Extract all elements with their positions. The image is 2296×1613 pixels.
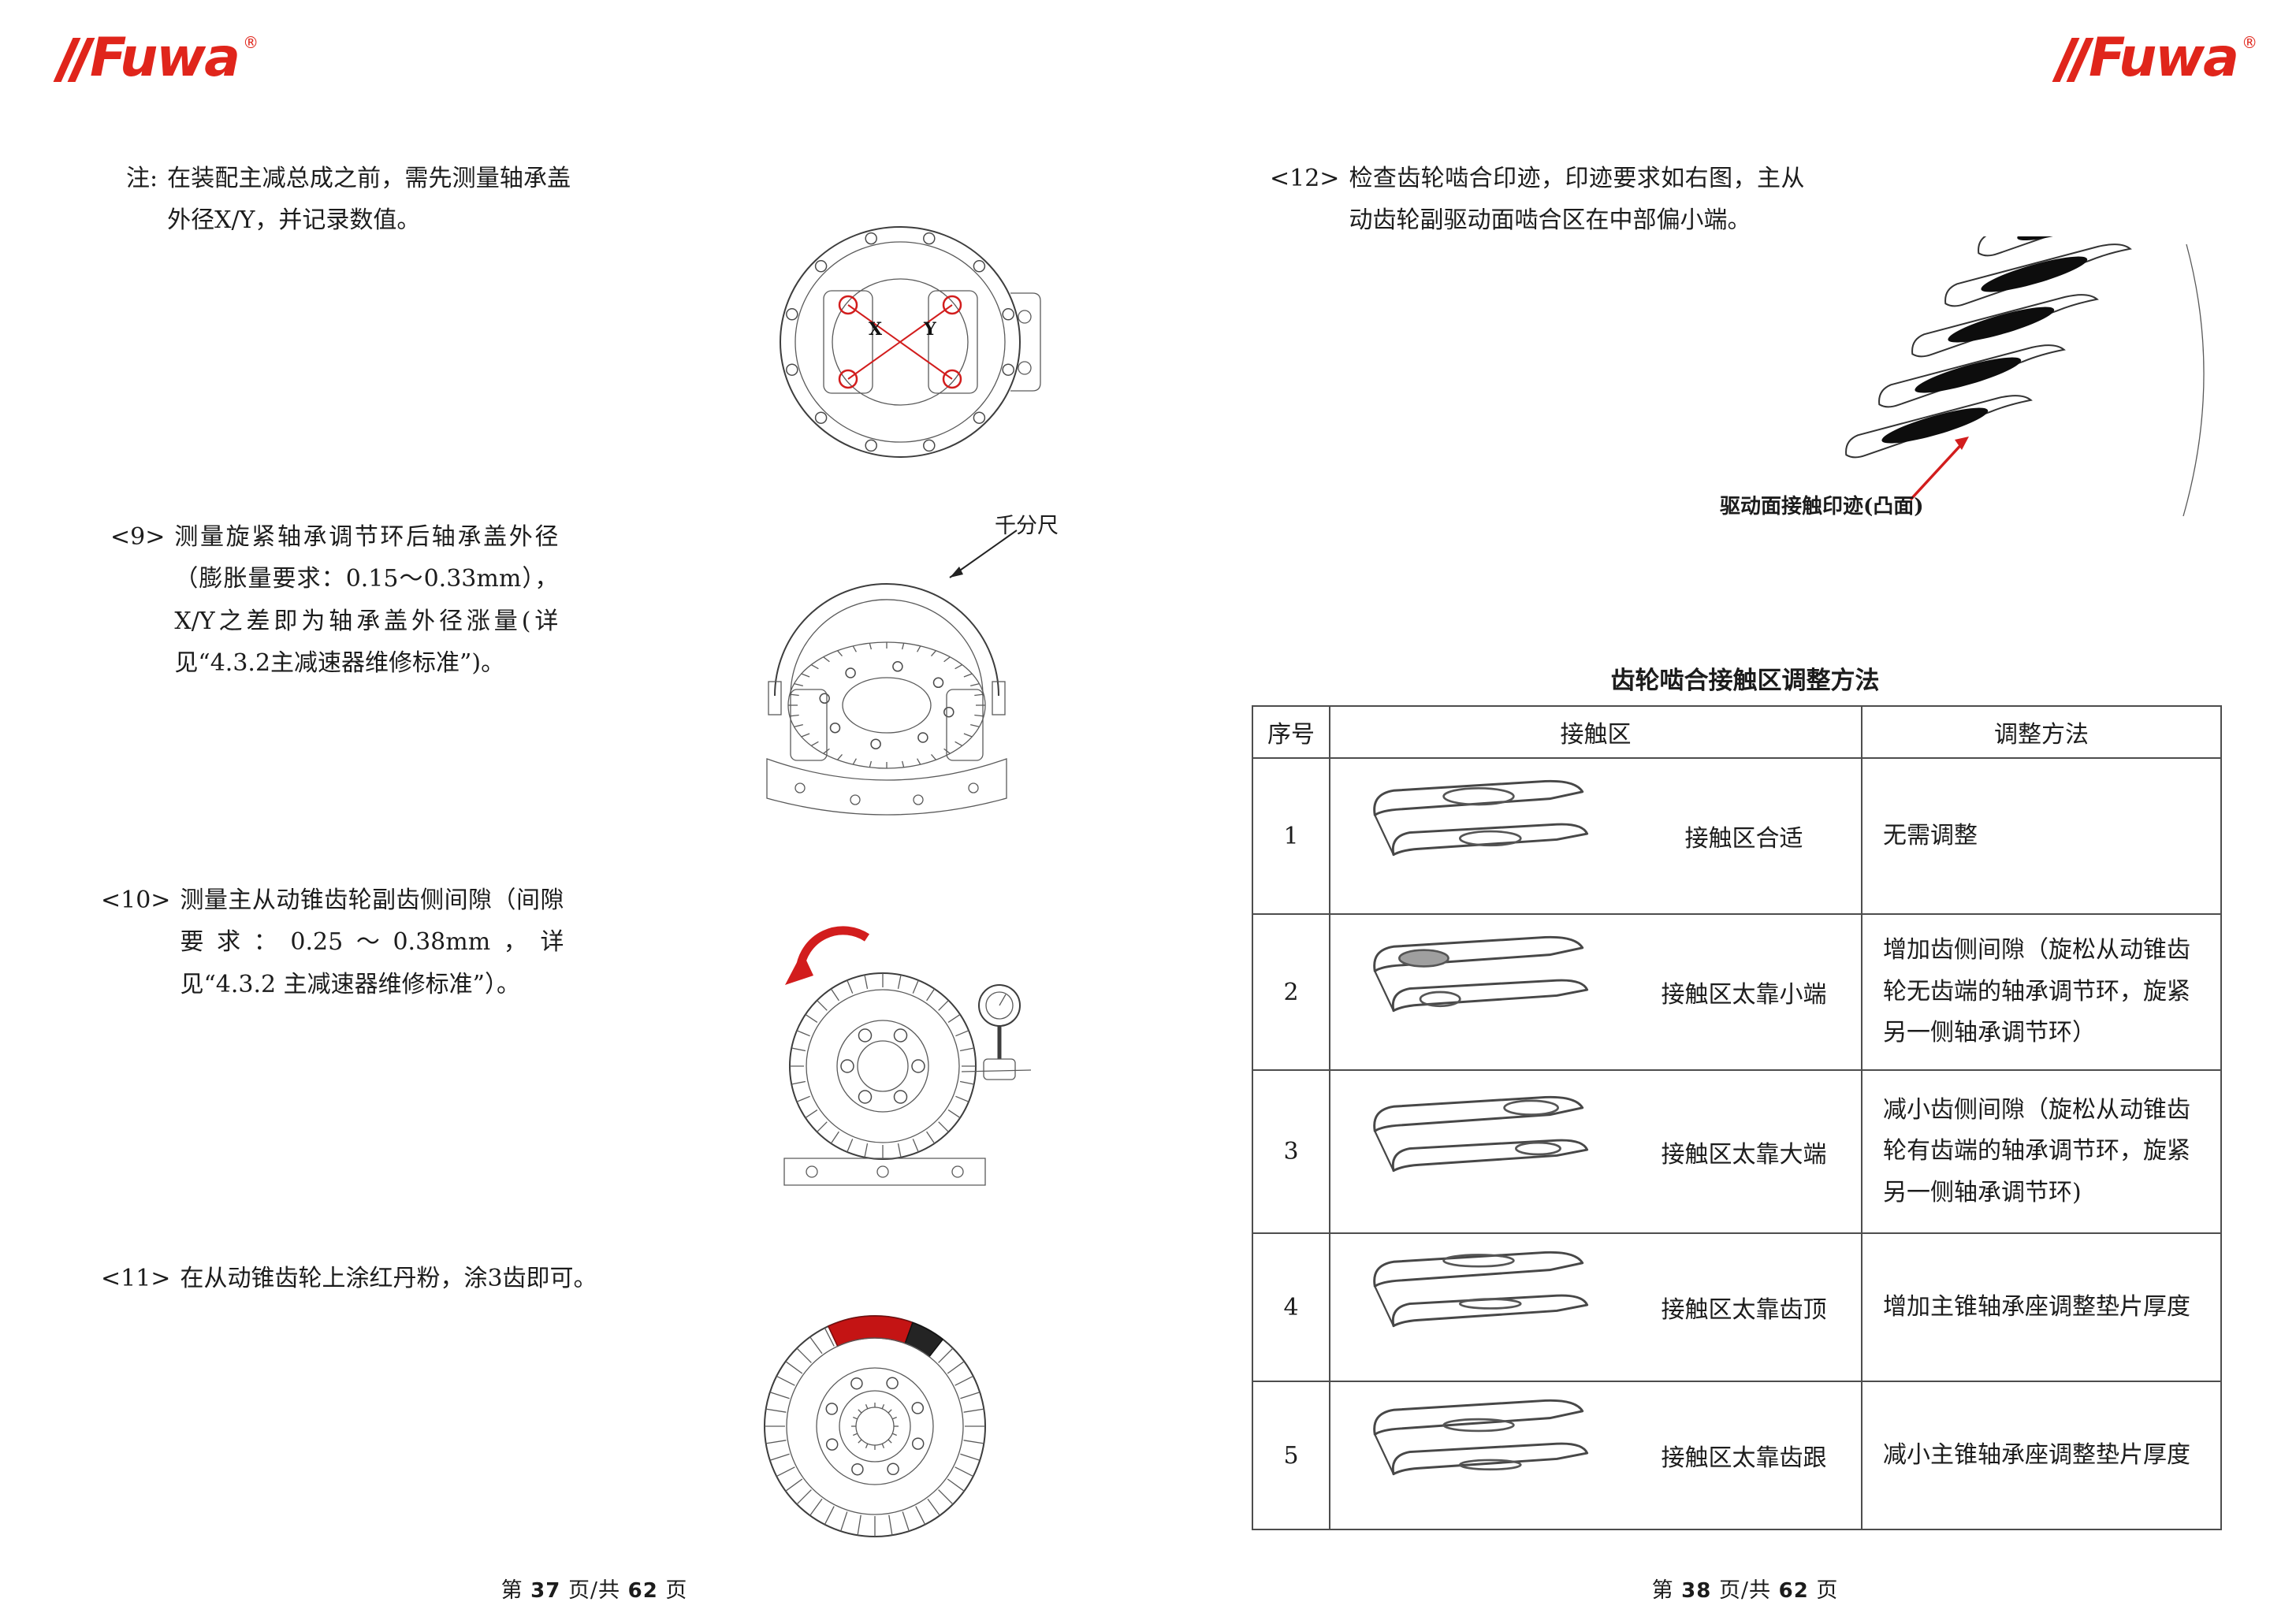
table-row: 4 接触区太靠齿顶 增加主锥轴承座调整垫片厚度 [1252, 1232, 2222, 1382]
note-block: 注: 在装配主减总成之前，需先测量轴承盖外径X/Y，并记录数值。 [126, 158, 571, 242]
step-11-tag: <11> [101, 1265, 171, 1292]
page-number-right: 第 38 页/共 62 页 [1651, 1578, 1839, 1603]
row-number: 5 [1252, 1381, 1330, 1530]
step-11: <11> 在从动锥齿轮上涂红丹粉，涂3齿即可。 [101, 1258, 621, 1299]
measure-label-x: X [869, 319, 883, 340]
contact-patch-lower [1458, 830, 1522, 847]
page-total: 62 [1778, 1579, 1809, 1603]
logo-slashes-icon [2052, 38, 2094, 82]
step-9-tag: <9> [110, 523, 166, 551]
table-row: 1 接触区合适 无需调整 [1252, 757, 2222, 915]
step-9-text: 测量旋紧轴承调节环后轴承盖外径（膨胀量要求：0.15～0.33mm），X/Y之差… [174, 523, 559, 678]
header-contact: 接触区 [1329, 705, 1862, 759]
adjust-table-title: 齿轮啮合接触区调整方法 [1610, 667, 1880, 695]
fuwa-logo-left: Fuwa ® [53, 27, 259, 89]
row-number: 3 [1252, 1069, 1330, 1234]
step-12-text: 检查齿轮啮合印迹，印迹要求如右图，主从动齿轮副驱动面啮合区在中部偏小端。 [1349, 165, 1805, 235]
note-tag: 注: [126, 165, 158, 192]
tooth-contact-sketch [1329, 1232, 1627, 1382]
adjust-method: 增加主锥轴承座调整垫片厚度 [1861, 1232, 2222, 1382]
logo-wordmark: Fuwa [90, 27, 240, 89]
step-9: <9> 测量旋紧轴承调节环后轴承盖外径（膨胀量要求：0.15～0.33mm），X… [110, 516, 558, 685]
page-current: 37 [530, 1579, 561, 1603]
page-current: 38 [1681, 1579, 1712, 1603]
micrometer-label: 千分尺 [995, 514, 1059, 538]
note-text: 在装配主减总成之前，需先测量轴承盖外径X/Y，并记录数值。 [167, 165, 571, 235]
page-total: 62 [627, 1579, 658, 1603]
adjust-table: 序号 接触区 调整方法 1 接触区合适 无需调整 2 [1252, 705, 2222, 1530]
table-row: 3 接触区太靠大端 减小齿侧间隙（旋松从动锥齿轮有齿端的轴承调节环，旋紧另一侧轴… [1252, 1069, 2222, 1234]
header-no: 序号 [1252, 705, 1330, 759]
backlash-measure-figure [725, 905, 1044, 1192]
logo-wordmark: Fuwa [2089, 27, 2239, 89]
page-number-left: 第 37 页/共 62 页 [501, 1578, 688, 1603]
measure-label-y: Y [923, 319, 936, 340]
micrometer-figure [713, 516, 1072, 831]
contact-pattern-figure [1830, 236, 2223, 524]
contact-patch-upper [1442, 1254, 1515, 1268]
contact-patch-upper [1442, 786, 1515, 806]
adjust-method: 减小齿侧间隙（旋松从动锥齿轮有齿端的轴承调节环，旋紧另一侧轴承调节环) [1861, 1069, 2222, 1234]
contact-patch-lower [1419, 990, 1461, 1008]
step-11-text: 在从动锥齿轮上涂红丹粉，涂3齿即可。 [180, 1265, 597, 1292]
registered-mark: ® [2242, 33, 2258, 52]
contact-patch-upper [1442, 1418, 1515, 1433]
tooth-contact-sketch [1329, 1069, 1627, 1234]
step-10: <10> 测量主从动锥齿轮副齿侧间隙（间隙要求：0.25～0.38mm，详见“4… [101, 879, 564, 1005]
adjust-method: 增加齿侧间隙（旋松从动锥齿轮无齿端的轴承调节环，旋紧另一侧轴承调节环） [1861, 913, 2222, 1071]
red-lead-marking-figure [713, 1278, 1048, 1542]
contact-zone-label: 接触区太靠小端 [1627, 913, 1862, 1071]
tooth-contact-sketch [1329, 913, 1627, 1071]
adjust-method: 无需调整 [1861, 757, 2222, 915]
table-row: 5 接触区太靠齿跟 减小主锥轴承座调整垫片厚度 [1252, 1381, 2222, 1530]
row-number: 1 [1252, 757, 1330, 915]
step-10-tag: <10> [101, 886, 171, 914]
page-right: Fuwa ® <12> 检查齿轮啮合印迹，印迹要求如右图，主从动齿轮副驱动面啮合… [1148, 0, 2296, 1613]
contact-patch-lower [1458, 1298, 1522, 1310]
step-12-tag: <12> [1270, 165, 1340, 192]
contact-patch-lower [1458, 1459, 1522, 1471]
adjust-method: 减小主锥轴承座调整垫片厚度 [1861, 1381, 2222, 1530]
table-header-row: 序号 接触区 调整方法 [1252, 705, 2222, 759]
housing-xy-figure: X Y [749, 222, 1056, 463]
contact-patch-lower [1515, 1141, 1561, 1155]
table-row: 2 接触区太靠小端 增加齿侧间隙（旋松从动锥齿轮无齿端的轴承调节环，旋紧另一侧轴… [1252, 913, 2222, 1071]
step-12: <12> 检查齿轮啮合印迹，印迹要求如右图，主从动齿轮副驱动面啮合区在中部偏小端… [1270, 158, 1804, 242]
logo-slashes-icon [53, 38, 95, 82]
tooth-contact-sketch [1329, 757, 1627, 915]
step-10-text: 测量主从动锥齿轮副齿侧间隙（间隙要求：0.25～0.38mm，详见“4.3.2 … [180, 886, 564, 998]
registered-mark: ® [243, 33, 259, 52]
fuwa-logo-right: Fuwa ® [2052, 27, 2258, 89]
contact-zone-label: 接触区太靠大端 [1627, 1069, 1862, 1234]
row-number: 4 [1252, 1232, 1330, 1382]
tooth-contact-sketch [1329, 1381, 1627, 1530]
row-number: 2 [1252, 913, 1330, 1071]
adjust-table-body: 1 接触区合适 无需调整 2 接触区太靠小端 增加齿侧间隙（旋松从动锥 [1252, 757, 2222, 1530]
page-left: Fuwa ® 注: 在装配主减总成之前，需先测量轴承盖外径X/Y，并记录数值。 … [53, 27, 1072, 1603]
contact-pattern-caption: 驱动面接触印迹(凸面) [1720, 495, 1924, 518]
contact-zone-label: 接触区太靠齿跟 [1627, 1381, 1862, 1530]
contact-zone-label: 接触区太靠齿顶 [1627, 1232, 1862, 1382]
contact-patch-upper [1398, 949, 1449, 968]
contact-zone-label: 接触区合适 [1627, 757, 1862, 915]
header-method: 调整方法 [1861, 705, 2222, 759]
contact-patch-upper [1503, 1099, 1559, 1116]
